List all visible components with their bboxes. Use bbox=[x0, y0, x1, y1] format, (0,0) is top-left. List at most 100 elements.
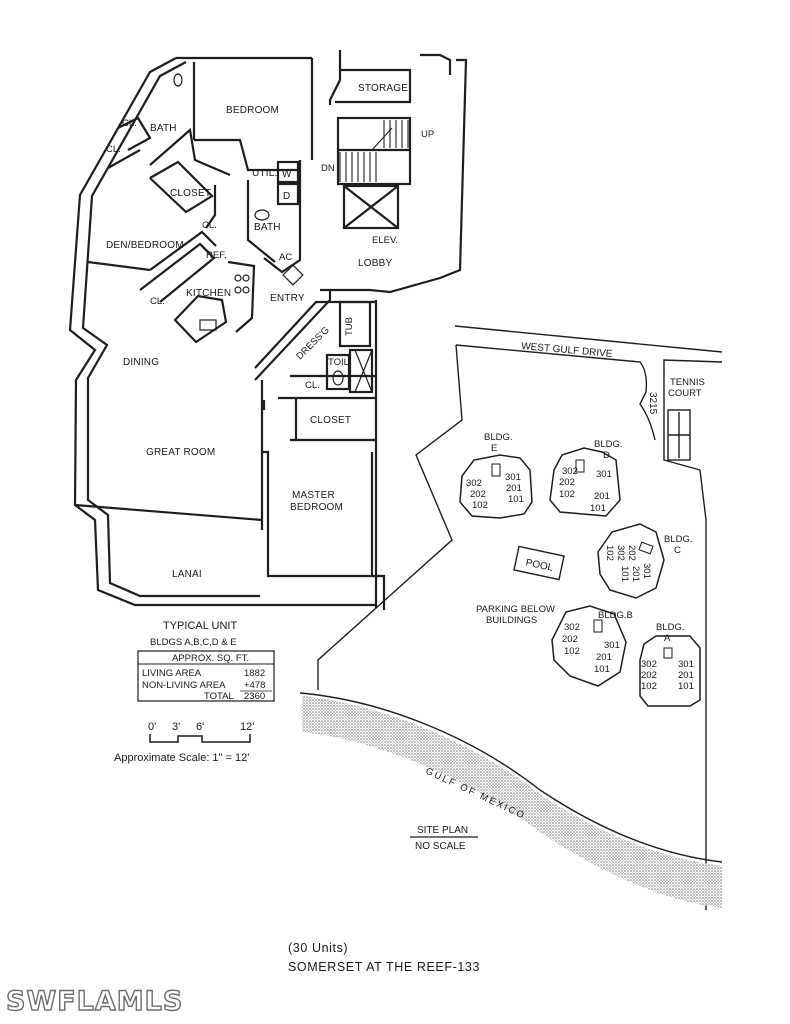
label-bath-mid: BATH bbox=[254, 222, 281, 233]
bldg-a-letter: A bbox=[664, 633, 671, 644]
label-entry: ENTRY bbox=[270, 293, 305, 304]
bldg-d-letter: D bbox=[603, 450, 610, 461]
scale-tick-3: 12' bbox=[240, 721, 254, 733]
bldg-a-unit: 302 bbox=[641, 659, 657, 670]
label-dining: DINING bbox=[123, 357, 159, 368]
summary-header: APPROX. SQ. FT. bbox=[172, 653, 249, 664]
bldg-d-unit: 201 bbox=[594, 491, 610, 502]
stair-treads bbox=[339, 120, 409, 182]
bldg-c-unit: 301 bbox=[641, 563, 652, 579]
tennis-label-1: TENNIS bbox=[670, 377, 705, 388]
bldg-d-unit: 202 bbox=[559, 477, 575, 488]
bldg-a-unit: 301 bbox=[678, 659, 694, 670]
bldg-d-unit: 302 bbox=[562, 466, 578, 477]
summary-row-2-value: 2360 bbox=[244, 691, 265, 702]
pool-label: POOL bbox=[525, 557, 555, 574]
bldg-c-unit: 202 bbox=[626, 545, 637, 561]
bldg-e-unit: 301 bbox=[505, 472, 521, 483]
site-plan bbox=[299, 325, 723, 910]
summary-buildings: BLDGS A,B,C,D & E bbox=[150, 637, 237, 648]
summary-row-2-label: TOTAL bbox=[204, 691, 234, 702]
footer-title: SOMERSET AT THE REEF-133 bbox=[288, 960, 480, 974]
label-cl-4: CL. bbox=[150, 296, 165, 307]
footer-units: (30 Units) bbox=[288, 941, 349, 955]
watermark-logo: SWFLAMLS bbox=[5, 985, 184, 1017]
bldg-b-unit: 202 bbox=[562, 634, 578, 645]
bldg-d-unit: 101 bbox=[590, 503, 606, 514]
label-kitchen: KITCHEN bbox=[186, 288, 231, 299]
label-cl-1: CL. bbox=[122, 118, 137, 129]
bldg-c-name: BLDG. bbox=[664, 534, 693, 545]
label-dryer: D bbox=[283, 191, 290, 202]
bldg-e-name: BLDG. bbox=[484, 432, 513, 443]
bldg-d-unit: 102 bbox=[559, 489, 575, 500]
scale-text: Approximate Scale: 1" = 12' bbox=[114, 752, 249, 764]
label-great-room: GREAT ROOM bbox=[146, 447, 215, 458]
bldg-d-unit: 301 bbox=[596, 469, 612, 480]
floor-plan-walls bbox=[68, 50, 468, 610]
bldg-b-unit: 302 bbox=[564, 622, 580, 633]
label-bath-upper: BATH bbox=[150, 123, 177, 134]
summary-row-1-label: NON-LIVING AREA bbox=[142, 680, 226, 691]
bldg-e-letter: E bbox=[491, 443, 497, 454]
bldg-b-unit: 301 bbox=[604, 640, 620, 651]
scale-tick-1: 3' bbox=[172, 721, 180, 733]
beach-area bbox=[302, 696, 722, 908]
summary-title: TYPICAL UNIT bbox=[163, 620, 237, 632]
label-elev: ELEV. bbox=[372, 235, 398, 246]
label-util: UTIL. bbox=[252, 168, 277, 179]
scale-tick-2: 6' bbox=[196, 721, 204, 733]
bldg-e-unit: 101 bbox=[508, 494, 524, 505]
bldg-b-unit: 102 bbox=[564, 646, 580, 657]
site-plan-title: SITE PLAN bbox=[417, 825, 468, 836]
label-cl-3: CL. bbox=[202, 220, 217, 231]
bldg-a-unit: 101 bbox=[678, 681, 694, 692]
label-storage: STORAGE bbox=[358, 83, 408, 94]
scale-tick-0: 0' bbox=[148, 721, 156, 733]
room-labels: BEDROOM BATH CL. CL. CLOSET CL. UTIL. W … bbox=[106, 83, 434, 580]
parking-label-2: BUILDINGS bbox=[486, 615, 537, 626]
label-bedroom: BEDROOM bbox=[226, 105, 279, 116]
address-label: 3215 bbox=[647, 392, 658, 415]
parking-label-1: PARKING BELOW bbox=[476, 604, 555, 615]
site-plan-subtitle: NO SCALE bbox=[415, 841, 466, 852]
label-closet-upper: CLOSET bbox=[170, 188, 211, 199]
label-washer: W bbox=[282, 169, 292, 180]
label-den: DEN/BEDROOM bbox=[106, 240, 184, 251]
bldg-b-unit: 101 bbox=[594, 664, 610, 675]
label-toil: TOIL bbox=[328, 357, 349, 368]
bldg-a-unit: 201 bbox=[678, 670, 694, 681]
label-up: UP bbox=[421, 129, 434, 140]
bldg-a-name: BLDG. bbox=[656, 622, 685, 633]
tennis-label-2: COURT bbox=[668, 388, 702, 399]
area-summary: TYPICAL UNIT BLDGS A,B,C,D & E APPROX. S… bbox=[137, 620, 275, 702]
bldg-c-unit: 101 bbox=[619, 566, 630, 582]
summary-row-0-label: LIVING AREA bbox=[142, 668, 202, 679]
bldg-a-unit: 102 bbox=[641, 681, 657, 692]
bldg-b-name: BLDG.B bbox=[598, 610, 633, 621]
summary-row-0-value: 1882 bbox=[244, 668, 265, 679]
label-lanai: LANAI bbox=[172, 569, 202, 580]
label-ref: REF. bbox=[206, 250, 227, 261]
label-lobby: LOBBY bbox=[358, 258, 392, 269]
building-stair-marks bbox=[491, 459, 673, 659]
building-outlines bbox=[459, 447, 701, 707]
road-label: WEST GULF DRIVE bbox=[521, 341, 613, 360]
scale-bar: 0' 3' 6' 12' Approximate Scale: 1" = 12' bbox=[114, 721, 254, 764]
bldg-e-unit: 202 bbox=[470, 489, 486, 500]
bldg-e-unit: 201 bbox=[506, 483, 522, 494]
label-cl-5: CL. bbox=[305, 380, 320, 391]
bldg-c-unit: 302 bbox=[615, 545, 626, 561]
bldg-d-name: BLDG. bbox=[594, 439, 623, 450]
bldg-e-unit: 102 bbox=[472, 500, 488, 511]
label-ac: AC bbox=[279, 252, 292, 263]
label-closet-master: CLOSET bbox=[310, 415, 351, 426]
bldg-c-unit: 201 bbox=[630, 566, 641, 582]
bldg-c-unit: 102 bbox=[604, 545, 615, 561]
label-master-1: MASTER bbox=[292, 490, 335, 501]
summary-row-1-value: +478 bbox=[244, 680, 265, 691]
bldg-a-unit: 202 bbox=[641, 670, 657, 681]
label-tub: TUB bbox=[344, 317, 355, 336]
fixtures bbox=[173, 73, 373, 393]
